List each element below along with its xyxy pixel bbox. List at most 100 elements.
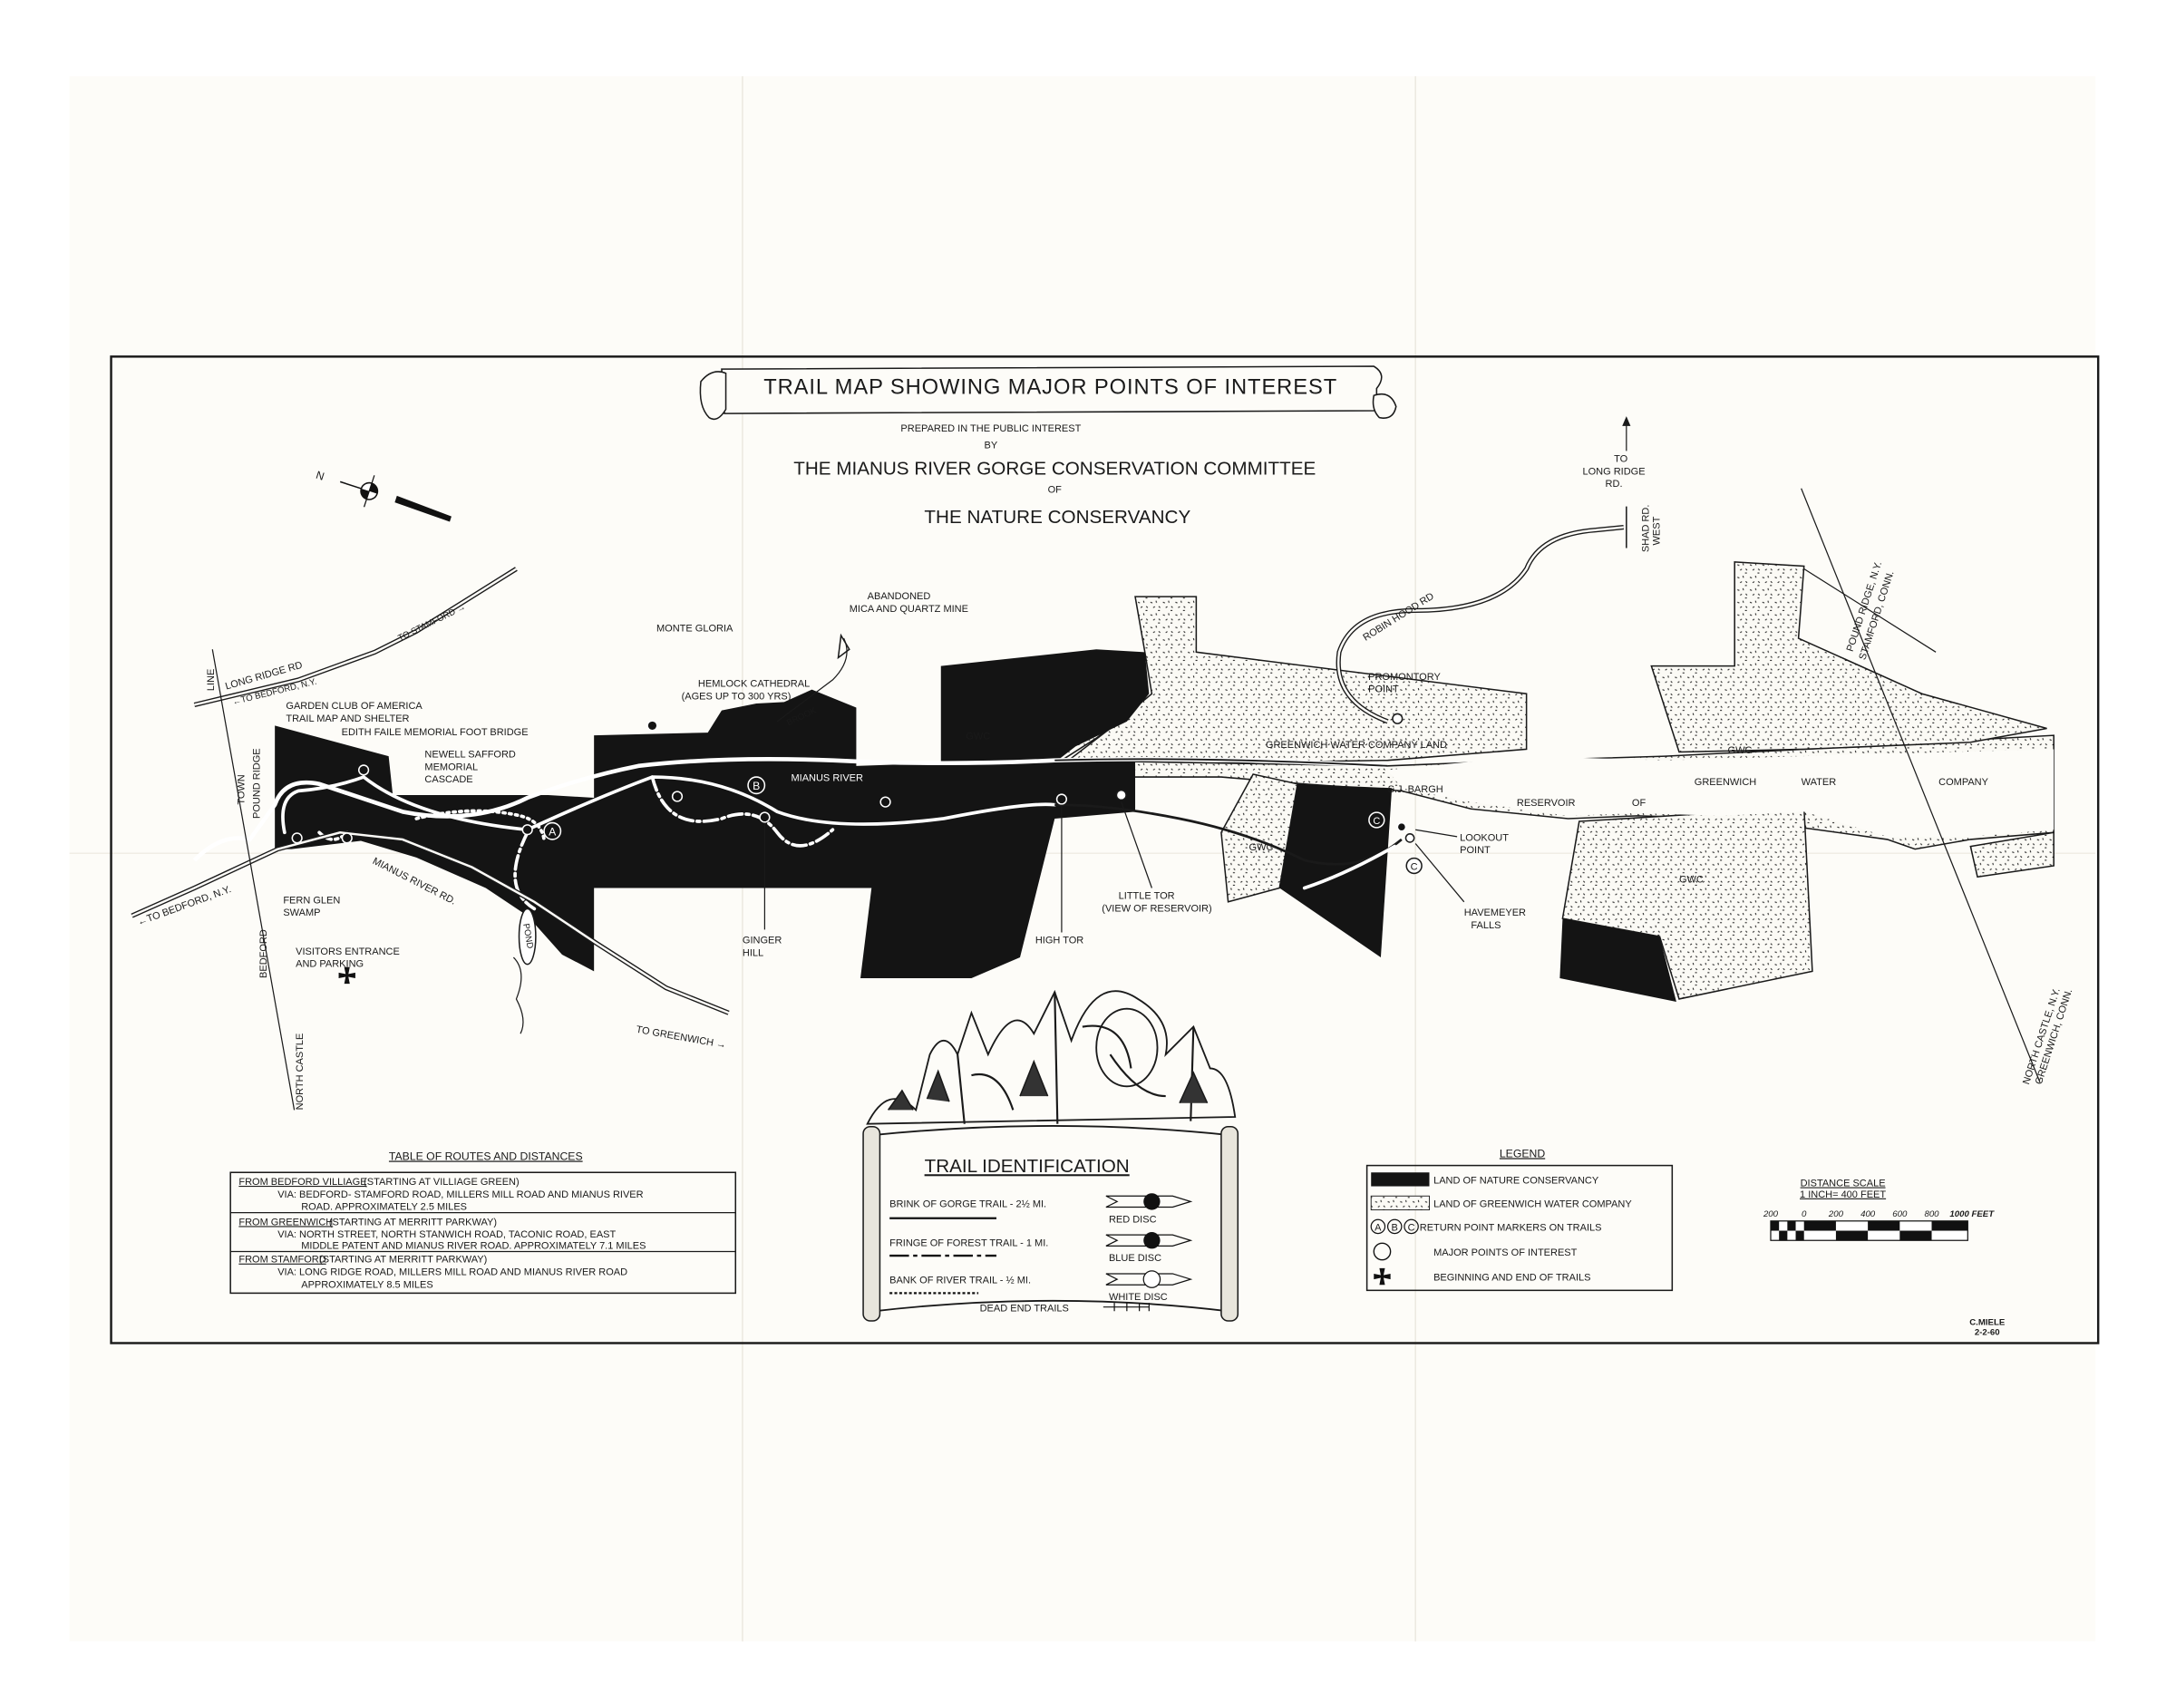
disc-label: RED DISC: [1109, 1214, 1157, 1225]
label-gwc: GWC: [1679, 874, 1704, 885]
scale-tick: 200: [1763, 1209, 1779, 1219]
label-greenwich: GREENWICH: [1695, 777, 1757, 788]
label-garden-club: GARDEN CLUB OF AMERICA: [286, 701, 423, 712]
red-disc-icon: [1143, 1193, 1161, 1210]
label-shad-west: WEST: [1652, 516, 1663, 545]
legend-item: BEGINNING AND END OF TRAILS: [1433, 1273, 1590, 1284]
label-hemlock: HEMLOCK CATHEDRAL: [698, 679, 810, 690]
dead-end-label: DEAD END TRAILS: [980, 1303, 1069, 1314]
map-frame: [110, 355, 2100, 1344]
label-to-long-ridge: LONG RIDGE: [1583, 466, 1646, 477]
route-row: FROM BEDFORD VILLIAGE (STARTING AT VILLI…: [238, 1177, 643, 1213]
prepared-line: PREPARED IN THE PUBLIC INTEREST: [900, 423, 1081, 434]
label-bedford: BEDFORD: [258, 929, 269, 978]
legend-title: LEGEND: [1500, 1147, 1545, 1160]
legend-item: RETURN POINT MARKERS ON TRAILS: [1420, 1223, 1602, 1234]
label-ginger-hill: HILL: [743, 947, 763, 958]
label-water: WATER: [1802, 777, 1837, 788]
label-promontory: PROMONTORY: [1368, 672, 1441, 683]
label-ginger-hill: GINGER: [743, 936, 782, 946]
route-from: FROM BEDFORD VILLIAGE: [238, 1177, 366, 1188]
label-pond: POND: [520, 923, 535, 949]
distance-scale: DISTANCE SCALE 1 INCH= 400 FEET 200 0 20…: [1763, 1179, 1995, 1241]
label-monte-gloria: MONTE GLORIA: [656, 623, 733, 634]
route-start: (STARTING AT MERRITT PARKWAY): [329, 1217, 497, 1228]
label-fern-glen: SWAMP: [283, 907, 320, 918]
legend-item: MAJOR POINTS OF INTEREST: [1433, 1247, 1578, 1258]
label-shad-rd: SHAD RD.: [1640, 505, 1651, 553]
point-of-interest-icon: [1373, 1242, 1392, 1261]
marker-a-icon: A: [1375, 1223, 1382, 1234]
disc-label: WHITE DISC: [1109, 1292, 1168, 1303]
route-start: (STARTING AT MERRITT PARKWAY): [319, 1255, 487, 1266]
label-to-long-ridge: RD.: [1606, 479, 1623, 490]
label-newell-safford: MEMORIAL: [424, 762, 478, 772]
label-pound-ridge: POUND RIDGE: [251, 748, 262, 819]
scale-tick: 400: [1860, 1209, 1876, 1219]
label-havemeyer: FALLS: [1471, 920, 1501, 931]
organization-name: THE NATURE CONSERVANCY: [924, 507, 1190, 528]
label-high-tor: HIGH TOR: [1035, 936, 1083, 946]
label-gwc: GWC: [1728, 745, 1753, 756]
points-of-interest: [291, 713, 1415, 844]
label-edith-faile: EDITH FAILE MEMORIAL FOOT BRIDGE: [342, 727, 529, 738]
signature-name: C.MIELE: [1969, 1318, 2006, 1328]
label-havemeyer: HAVEMEYER: [1464, 907, 1526, 918]
route-row: FROM STAMFORD (STARTING AT MERRITT PARKW…: [238, 1255, 627, 1291]
route-start: (STARTING AT VILLIAGE GREEN): [364, 1177, 520, 1188]
north-arrow-icon: N: [315, 469, 452, 522]
scale-bar: [1770, 1220, 1968, 1241]
map-title: TRAIL MAP SHOWING MAJOR POINTS OF INTERE…: [763, 376, 1337, 400]
marker-c: C: [1411, 862, 1418, 873]
legend: LEGEND LAND OF NATURE CONSERVANCY LAND O…: [1365, 1147, 1674, 1292]
committee-name: THE MIANUS RIVER GORGE CONSERVATION COMM…: [793, 458, 1316, 479]
label-little-tor: (VIEW OF RESERVOIR): [1102, 904, 1211, 915]
nature-conservancy-land: [275, 649, 1676, 1002]
trees-illustration-icon: [866, 989, 1237, 1125]
scale-title: DISTANCE SCALE: [1801, 1179, 1886, 1189]
trail-name: FRINGE OF FOREST TRAIL - 1 MI.: [889, 1237, 1048, 1248]
label-line: LINE: [206, 669, 217, 691]
route-row: FROM GREENWICH (STARTING AT MERRITT PARK…: [238, 1217, 646, 1251]
route-from: FROM STAMFORD: [238, 1255, 325, 1266]
legend-item: LAND OF GREENWICH WATER COMPANY: [1433, 1199, 1632, 1210]
trail-row-brink-of-gorge: BRINK OF GORGE TRAIL - 2½ MI. RED DISC: [889, 1193, 1193, 1225]
label-gwc-land: GREENWICH WATER COMPANY LAND: [1266, 740, 1447, 751]
legend-item: LAND OF NATURE CONSERVANCY: [1433, 1175, 1599, 1186]
route-via: VIA: LONG RIDGE ROAD, MILLERS MILL ROAD …: [277, 1266, 627, 1277]
scale-ratio: 1 INCH= 400 FEET: [1800, 1189, 1886, 1200]
marker-c: C: [1373, 816, 1380, 827]
trail-identification: TRAIL IDENTIFICATION BRINK OF GORGE TRAI…: [862, 1125, 1239, 1322]
label-lookout: POINT: [1460, 845, 1491, 856]
label-north-castle: NORTH CASTLE: [295, 1034, 306, 1111]
trail-row-bank-of-river: BANK OF RIVER TRAIL - ½ MI. WHITE DISC: [889, 1270, 1193, 1303]
marker-a: A: [549, 825, 557, 838]
label-mine: MICA AND QUARTZ MINE: [850, 604, 968, 615]
return-marker-icons: A B C: [1370, 1218, 1419, 1235]
label-newell-safford: CASCADE: [424, 774, 472, 785]
return-point-markers: A B C C: [543, 776, 1423, 875]
label-town: TOWN: [236, 774, 247, 804]
label-to-long-ridge: TO: [1614, 454, 1628, 465]
label-gwc: GWC: [1249, 842, 1274, 853]
marker-c-icon: C: [1408, 1223, 1415, 1234]
label-reservoir: RESERVOIR: [1517, 798, 1576, 809]
dead-end-trail-icon: [1103, 1303, 1150, 1312]
of-line: OF: [1048, 484, 1063, 495]
label-mine: ABANDONED: [868, 591, 931, 602]
marker-b: B: [753, 780, 760, 792]
scale-tick: 600: [1892, 1209, 1908, 1219]
maltese-cross-icon: [1374, 1267, 1391, 1286]
trail-name: BANK OF RIVER TRAIL - ½ MI.: [889, 1276, 1031, 1286]
route-via: VIA: NORTH STREET, NORTH STANWICH ROAD, …: [277, 1229, 616, 1240]
label-of: OF: [1632, 798, 1647, 809]
label-promontory: POINT: [1368, 684, 1399, 695]
label-visitors: VISITORS ENTRANCE: [296, 946, 400, 957]
route-via: MIDDLE PATENT AND MIANUS RIVER ROAD. APP…: [301, 1240, 646, 1251]
label-newell-safford: NEWELL SAFFORD: [424, 750, 515, 761]
label-hemlock: (AGES UP TO 300 YRS): [682, 691, 792, 702]
routes-table: TABLE OF ROUTES AND DISTANCES FROM BEDFO…: [229, 1150, 737, 1295]
scale-tick: 0: [1802, 1209, 1807, 1219]
route-from: FROM GREENWICH: [238, 1217, 333, 1228]
